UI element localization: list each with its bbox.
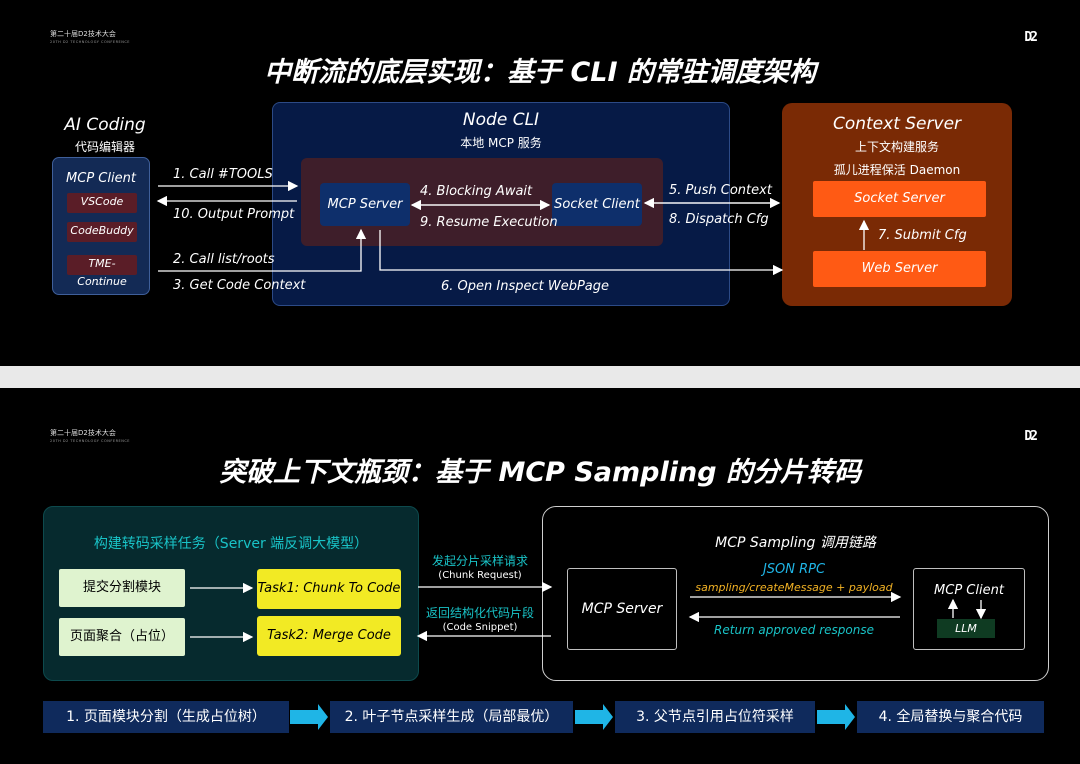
- step-1: 1. 页面模块分割（生成占位树）: [43, 701, 289, 733]
- label-dispatch-cfg: 8. Dispatch Cfg: [669, 212, 769, 227]
- task1-node: Task1: Chunk To Code: [257, 569, 401, 609]
- d2-logo: D2: [1024, 429, 1038, 444]
- submit-module-node: 提交分割模块: [59, 569, 185, 607]
- sampling-chain-title: MCP Sampling 调用链路: [715, 535, 876, 551]
- client-item-vscode: VSCode: [67, 193, 137, 213]
- step-4: 4. 全局替换与聚合代码: [857, 701, 1044, 733]
- label-call-tools: 1. Call #TOOLS: [173, 167, 273, 182]
- conference-logo: 第二十届D2技术大会 20TH D2 TECHNOLOGY CONFERENCE: [50, 30, 130, 44]
- slide-cli-architecture: 第二十届D2技术大会 20TH D2 TECHNOLOGY CONFERENCE…: [0, 0, 1080, 366]
- client-item-more: ...: [96, 277, 106, 288]
- label-push-context: 5. Push Context: [669, 183, 772, 198]
- label-request-en: (Chunk Request): [438, 570, 522, 581]
- step-chevrons: [290, 704, 855, 730]
- d2-logo: D2: [1024, 30, 1038, 45]
- arrow-call-roots: [158, 228, 367, 272]
- mcp-client-box-2: [913, 568, 1025, 650]
- conference-logo: 第二十届D2技术大会 20TH D2 TECHNOLOGY CONFERENCE: [50, 429, 130, 443]
- step-2: 2. 叶子节点采样生成（局部最优）: [330, 701, 573, 733]
- socket-client-node: Socket Client: [552, 183, 642, 226]
- slide-title: 中断流的底层实现：基于 CLI 的常驻调度架构: [264, 57, 816, 88]
- node-cli-subtitle: 本地 MCP 服务: [460, 136, 542, 150]
- label-resume-execution: 9. Resume Execution: [420, 215, 558, 230]
- socket-server-node: Socket Server: [813, 181, 986, 217]
- client-item-codebuddy: CodeBuddy: [67, 222, 137, 242]
- daemon-label: 孤儿进程保活 Daemon: [833, 163, 961, 177]
- task2-node: Task2: Merge Code: [257, 616, 401, 656]
- mcp-client-label: MCP Client: [934, 583, 1004, 598]
- transcode-panel-title: 构建转码采样任务（Server 端反调大模型）: [93, 536, 369, 552]
- label-open-inspect: 6. Open Inspect WebPage: [441, 279, 610, 294]
- arrow-open-inspect: [379, 230, 784, 276]
- ai-coding-subtitle: 代码编辑器: [74, 140, 135, 154]
- slide1-arrows: [156, 180, 870, 276]
- page-aggregate-node: 页面聚合（占位）: [59, 618, 185, 656]
- node-cli-title: Node CLI: [462, 110, 540, 130]
- label-snippet-cn: 返回结构化代码片段: [425, 606, 534, 620]
- client-item-tme-continue: TME-Continue: [67, 255, 137, 288]
- sampling-chain-panel: [542, 506, 1049, 681]
- label-snippet-en: (Code Snippet): [442, 622, 518, 633]
- label-output-prompt: 10. Output Prompt: [173, 207, 295, 222]
- mcp-server-box: MCP Server: [567, 568, 677, 650]
- label-request-cn: 发起分片采样请求: [431, 554, 528, 568]
- mcp-server-node: MCP Server: [320, 183, 410, 226]
- ai-coding-title: AI Coding: [64, 115, 146, 135]
- web-server-node: Web Server: [813, 251, 986, 287]
- mcp-client-box: MCP Client VSCode CodeBuddy TME-Continue…: [52, 157, 150, 295]
- slide-title: 突破上下文瓶颈：基于 MCP Sampling 的分片转码: [219, 457, 861, 488]
- create-message-label: sampling/createMessage + payload: [695, 581, 893, 594]
- slide2-arrows: [190, 581, 987, 730]
- llm-node: LLM: [937, 619, 995, 638]
- context-server-title: Context Server: [832, 114, 962, 134]
- slide-mcp-sampling: 第二十届D2技术大会 20TH D2 TECHNOLOGY CONFERENCE…: [0, 388, 1080, 764]
- context-server-subtitle: 上下文构建服务: [854, 140, 939, 154]
- label-blocking-await: 4. Blocking Await: [420, 184, 533, 199]
- approved-response-label: Return approved response: [714, 623, 874, 637]
- label-get-context: 3. Get Code Context: [173, 278, 306, 293]
- label-submit-cfg: 7. Submit Cfg: [878, 228, 967, 243]
- json-rpc-label: JSON RPC: [762, 562, 826, 577]
- step-3: 3. 父节点引用占位符采样: [615, 701, 815, 733]
- mcp-client-title: MCP Client: [66, 171, 136, 186]
- label-call-roots: 2. Call list/roots: [173, 252, 275, 267]
